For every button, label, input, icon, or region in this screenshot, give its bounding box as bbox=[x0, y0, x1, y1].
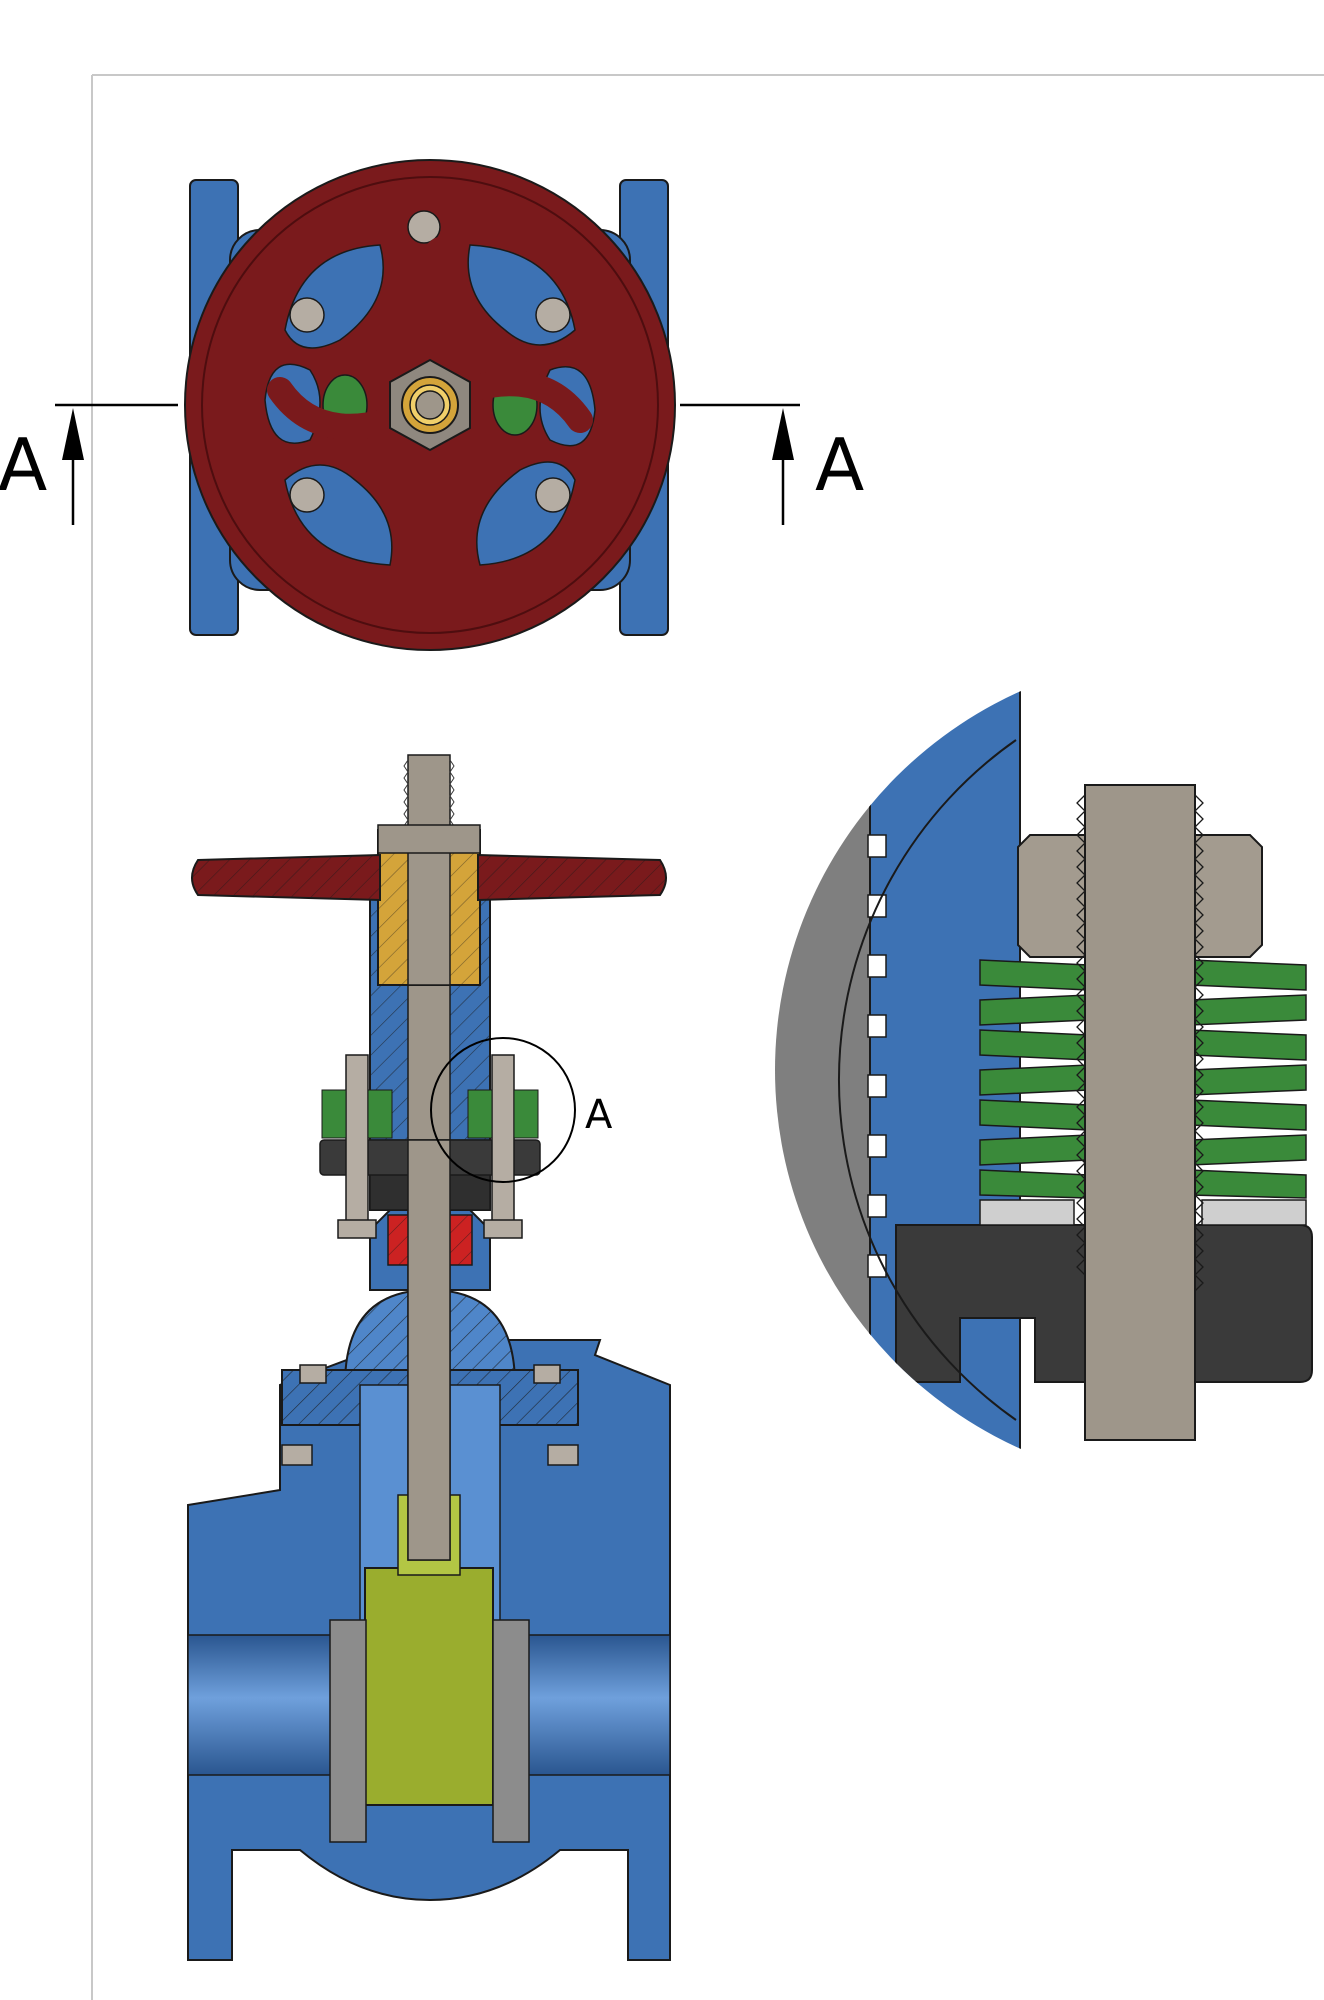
bolt-icon bbox=[289, 477, 325, 513]
bolt-icon bbox=[289, 297, 325, 333]
detail-view bbox=[775, 655, 1324, 1485]
gate-wedge bbox=[364, 1567, 494, 1806]
detail-springs-right bbox=[1189, 959, 1307, 1199]
section-letter-right: A bbox=[815, 423, 864, 507]
detail-view-outline bbox=[838, 739, 1017, 1421]
sheet-border bbox=[91, 74, 1324, 2000]
section-view: A bbox=[187, 754, 671, 1961]
detail-stud bbox=[1084, 784, 1196, 1441]
top-view bbox=[184, 159, 676, 651]
detail-yoke-wall bbox=[775, 655, 871, 1485]
section-letter-left: A bbox=[0, 423, 47, 507]
spring-stack-right bbox=[467, 1089, 539, 1139]
section-marker-right: A bbox=[680, 403, 864, 525]
bolt-icon bbox=[535, 297, 571, 333]
detail-callout-circle bbox=[430, 1037, 576, 1183]
seat-ring-right bbox=[492, 1619, 530, 1843]
detail-callout-letter: A bbox=[585, 1092, 613, 1138]
spring-stack-left bbox=[321, 1089, 393, 1139]
section-marker-left: A bbox=[0, 403, 178, 525]
bolt-icon bbox=[407, 210, 441, 244]
seat-ring-left bbox=[329, 1619, 367, 1843]
bolt-icon bbox=[535, 477, 571, 513]
